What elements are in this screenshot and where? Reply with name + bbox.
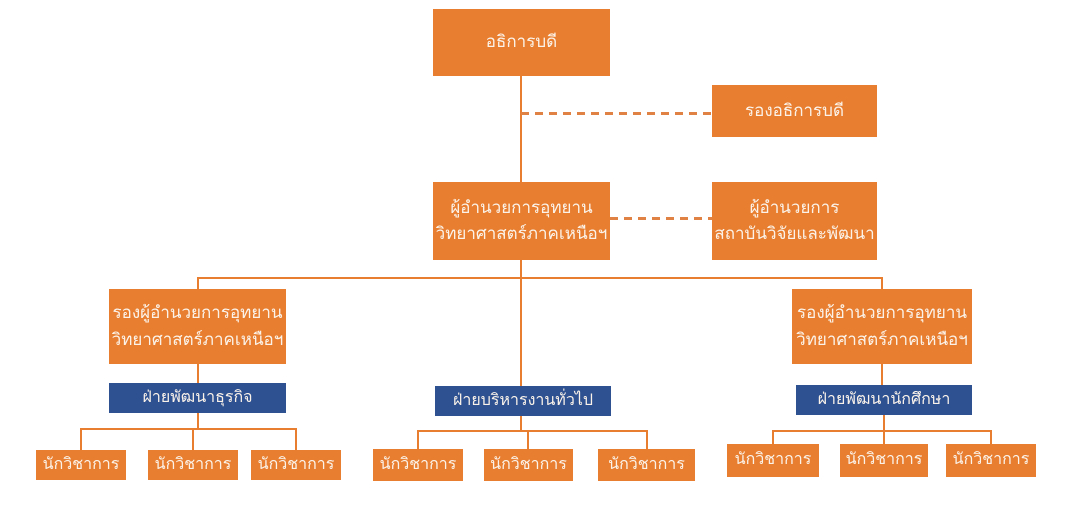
officer-label: นักวิชาการ <box>379 455 457 473</box>
officer-label: นักวิชาการ <box>257 455 335 473</box>
officer-label: นักวิชาการ <box>154 455 232 473</box>
node-research-director: ผู้อำนวยการ สถาบันวิจัยและพัฒนา <box>712 182 877 260</box>
node-deputy-right-line2: วิทยาศาสตร์ภาคเหนือฯ <box>796 329 968 349</box>
officer-label: นักวิชาการ <box>608 455 685 473</box>
division-student-label: ฝ่ายพัฒนานักศึกษา <box>817 390 951 408</box>
node-officer: นักวิชาการ <box>946 444 1036 477</box>
connector-student-rail <box>772 430 991 432</box>
connector-admin-rail <box>417 430 648 432</box>
officer-label: นักวิชาการ <box>845 451 923 469</box>
connector-student-riser <box>883 415 885 430</box>
connector-student-drop-3 <box>990 430 992 444</box>
connector-business-drop-3 <box>295 428 297 450</box>
node-officer: นักวิชาการ <box>598 449 695 481</box>
connector-business-riser <box>197 413 199 428</box>
connector-director-rail <box>520 260 522 277</box>
node-officer: นักวิชาการ <box>373 449 463 481</box>
node-park-director-line2: วิทยาศาสตร์ภาคเหนือฯ <box>435 224 608 243</box>
node-deputy-right-line1: รองผู้อำนวยการอุทยาน <box>797 303 967 323</box>
connector-business-drop-2 <box>192 428 194 450</box>
connector-dashed-research-director <box>610 217 712 220</box>
connector-drop-deputy-left <box>197 277 199 289</box>
node-rector-label: อธิการบดี <box>485 32 558 52</box>
node-research-director-line2: สถาบันวิจัยและพัฒนา <box>714 224 875 243</box>
node-division-general-admin: ฝ่ายบริหารงานทั่วไป <box>435 386 611 416</box>
connector-deputy-right-division <box>881 364 883 385</box>
node-park-director: ผู้อำนวยการอุทยาน วิทยาศาสตร์ภาคเหนือฯ <box>433 182 610 260</box>
connector-drop-middle <box>520 277 522 386</box>
node-officer: นักวิชาการ <box>484 449 573 481</box>
connector-business-drop-1 <box>80 428 82 450</box>
node-deputy-left-line1: รองผู้อำนวยการอุทยาน <box>112 303 283 323</box>
officer-label: นักวิชาการ <box>42 455 120 473</box>
connector-admin-drop-2 <box>527 430 529 449</box>
node-officer: นักวิชาการ <box>36 450 126 480</box>
connector-admin-riser <box>520 416 522 430</box>
connector-student-drop-1 <box>772 430 774 444</box>
node-division-business-dev: ฝ่ายพัฒนาธุรกิจ <box>109 383 286 413</box>
connector-dashed-vice-rector <box>521 112 712 115</box>
node-deputy-left-line2: วิทยาศาสตร์ภาคเหนือฯ <box>111 329 284 349</box>
connector-admin-drop-3 <box>646 430 648 449</box>
node-vice-rector-label: รองอธิการบดี <box>744 100 845 120</box>
connector-deputy-left-division <box>197 364 199 383</box>
node-rector: อธิการบดี <box>433 9 610 76</box>
connector-admin-drop-1 <box>417 430 419 449</box>
node-vice-rector: รองอธิการบดี <box>712 85 877 137</box>
officer-label: นักวิชาการ <box>490 455 567 473</box>
node-deputy-director-right: รองผู้อำนวยการอุทยาน วิทยาศาสตร์ภาคเหนือ… <box>792 289 972 364</box>
officer-label: นักวิชาการ <box>952 451 1030 469</box>
node-officer: นักวิชาการ <box>727 444 819 477</box>
division-business-label: ฝ่ายพัฒนาธุรกิจ <box>142 388 253 406</box>
connector-rector-director <box>520 76 522 182</box>
node-officer: นักวิชาการ <box>148 450 238 480</box>
officer-label: นักวิชาการ <box>734 451 812 469</box>
connector-drop-deputy-right <box>881 277 883 289</box>
node-park-director-line1: ผู้อำนวยการอุทยาน <box>450 197 593 217</box>
node-officer: นักวิชาการ <box>840 444 928 477</box>
node-research-director-line1: ผู้อำนวยการ <box>749 197 840 217</box>
connector-main-rail <box>197 277 883 279</box>
connector-business-rail <box>80 428 297 430</box>
division-admin-label: ฝ่ายบริหารงานทั่วไป <box>452 391 594 409</box>
node-officer: นักวิชาการ <box>251 450 341 480</box>
connector-student-drop-2 <box>883 430 885 444</box>
node-deputy-director-left: รองผู้อำนวยการอุทยาน วิทยาศาสตร์ภาคเหนือ… <box>109 289 286 364</box>
node-division-student-dev: ฝ่ายพัฒนานักศึกษา <box>796 385 972 415</box>
